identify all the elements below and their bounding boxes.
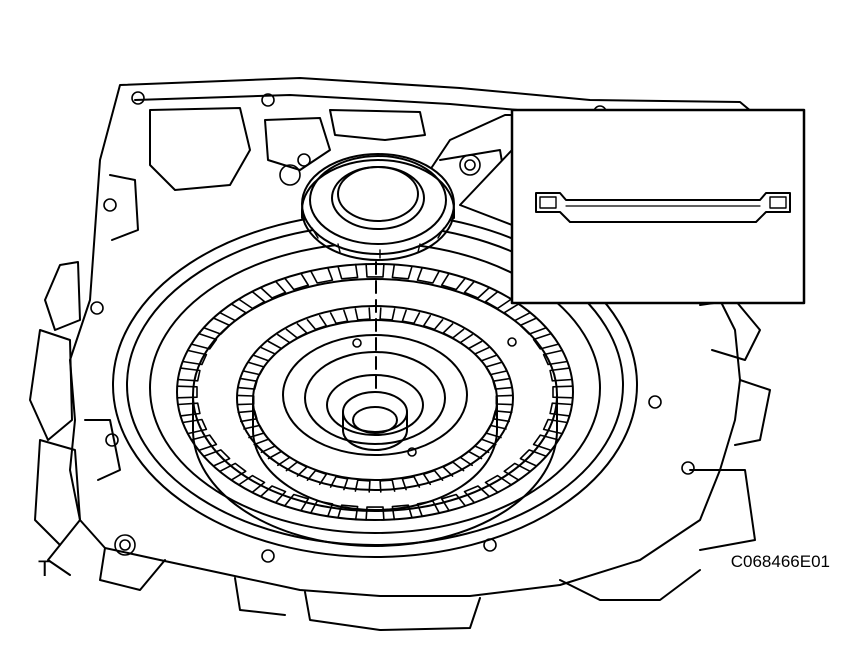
spline-tooth [283,493,310,512]
spline-tooth [495,394,514,406]
spline-tooth [503,303,532,322]
spline-tooth [181,418,208,435]
outer-spline-teeth [176,263,574,521]
spline-tooth [503,462,532,481]
spline-tooth [549,402,573,417]
spline-tooth [474,438,497,454]
spline-tooth [391,263,413,280]
spline-tooth [309,500,334,518]
spline-tooth [416,266,441,284]
spline-tooth [181,349,208,366]
inset-pointer [459,149,513,226]
spline-tooth [422,314,444,331]
spline-tooth [442,323,465,339]
spline-tooth [285,323,308,339]
spline-tooth [519,449,547,467]
spline-tooth [243,424,265,439]
spline-tooth [532,434,560,452]
spline-tooth [401,475,421,491]
spline-tooth [492,377,513,390]
spline-tooth [416,500,441,518]
spline-tooth [306,314,328,331]
spline-tooth [485,424,507,439]
spline-tooth [519,317,547,335]
spline-tooth [354,307,371,321]
spline-tooth [463,280,491,299]
spline-tooth [379,479,396,493]
spline-tooth [243,361,265,376]
spline-tooth [177,367,201,382]
spline-tooth [237,474,266,494]
spline-tooth [440,272,467,291]
spline-tooth [532,332,560,350]
spline-tooth [176,385,198,399]
thrust-bearing-race [301,153,455,261]
spline-tooth [283,272,310,291]
housing-bolt-holes [90,91,695,563]
spline-tooth [190,332,218,350]
spline-tooth [259,485,287,504]
spline-tooth [218,462,247,481]
spline-tooth [218,303,247,322]
spline-tooth [401,309,421,325]
spline-tooth [442,461,465,477]
spline-tooth [440,493,467,512]
spline-tooth [309,266,334,284]
inner-spline-teeth [236,307,514,493]
spline-tooth [492,410,513,423]
spline-tooth [484,290,513,310]
spline-tooth [459,333,483,350]
spline-tooth [485,361,507,376]
spline-tooth [190,434,218,452]
spline-tooth [484,474,513,494]
spline-tooth [422,469,444,486]
spline-tooth [267,333,291,350]
spline-tooth [337,263,359,280]
spline-tooth [552,385,574,399]
spline-tooth [306,469,328,486]
spline-tooth [203,449,231,467]
spline-tooth [237,377,258,390]
race-cross-section-detail [510,108,806,305]
spline-tooth [542,349,569,366]
spline-tooth [549,367,573,382]
spline-tooth [365,263,385,278]
spline-tooth [379,307,396,321]
spline-tooth [329,475,349,491]
spline-tooth [337,504,359,521]
spline-tooth [459,450,483,467]
spline-tooth [203,317,231,335]
spline-tooth [253,438,276,454]
spline-tooth [267,450,291,467]
spline-tooth [177,402,201,417]
corner-mark: T [38,556,52,581]
spline-tooth [253,346,276,362]
spline-tooth [237,410,258,423]
spline-tooth [365,506,385,521]
spline-tooth [391,504,413,521]
spline-tooth [474,346,497,362]
spline-tooth [259,280,287,299]
spline-tooth [354,479,371,493]
spline-tooth [329,309,349,325]
spline-tooth [463,485,491,504]
spline-tooth [542,418,569,435]
spline-tooth [237,290,266,310]
illustration-code: C068466E01 [730,552,830,571]
spline-tooth [236,394,255,406]
spline-tooth [285,461,308,477]
